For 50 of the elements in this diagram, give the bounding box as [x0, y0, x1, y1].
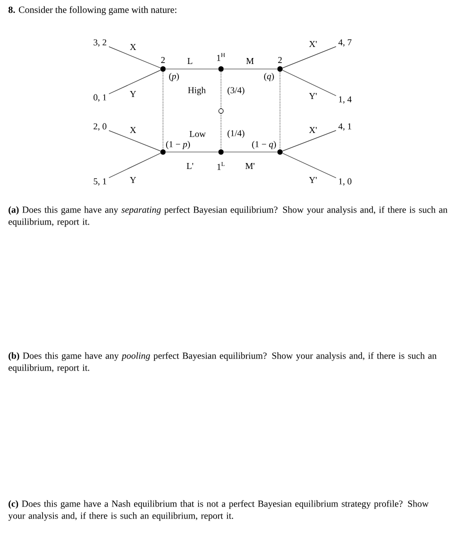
player-label: 1$^{H}$ [217, 53, 225, 61]
edge-label: High [186, 86, 207, 96]
question-text: (b) Does this game have any pooling perfect Bayesian equilibrium? Show your analysis and, if there is such an equilibrium, report it. [8, 352, 437, 373]
action-line [108, 70, 161, 94]
edge-label: Low [188, 130, 207, 138]
action-line [282, 130, 336, 152]
edge-label: X' [308, 126, 318, 134]
player-label: 2 [278, 57, 282, 63]
edge-label: X [128, 126, 138, 134]
belief-label: (p) [169, 72, 179, 82]
player-label: 1$^{L}$ [217, 162, 224, 170]
payoff: 3, 2 [94, 39, 106, 47]
chance-move-line [220, 113, 222, 150]
chance-move-line [220, 72, 222, 109]
player-label: 2 [161, 57, 165, 63]
payoff: 0, 1 [94, 94, 106, 102]
action-line [108, 46, 161, 68]
question-text: (c) Does this game have a Nash equilibrium that is not a perfect Bayesian equilibrium strategy profile? Show your analysis and, if there is such an equilibrium, report it. [8, 500, 429, 521]
action-line [282, 46, 336, 68]
action-line [166, 68, 218, 70]
belief-label: (q) [264, 72, 274, 82]
belief-label: (1 − q) [252, 140, 276, 150]
edge-label: M' [244, 162, 256, 170]
edge-label: Y' [308, 92, 318, 100]
payoff: 4, 7 [338, 39, 352, 47]
payoff: 5, 1 [94, 178, 106, 186]
chance-node [218, 108, 224, 114]
payoff: 4, 1 [338, 123, 352, 131]
action-line [282, 70, 336, 96]
action-line [108, 152, 161, 178]
edge-label: L' [185, 162, 195, 170]
probability-label: (3/4) [228, 86, 244, 96]
edge-label: X [128, 43, 138, 51]
edge-label: X' [308, 40, 318, 48]
probability-label: (1/4) [228, 130, 244, 138]
action-line [224, 68, 278, 70]
edge-label: M [245, 57, 255, 65]
question-text: (a) Does this game have any separating perfect Bayesian equilibrium? Show your analysis and, if there is such an equilibrium, report it. [8, 206, 448, 227]
payoff: 1, 4 [339, 96, 352, 104]
edge-label: Y [128, 176, 138, 184]
edge-label: Y' [308, 176, 318, 184]
question-heading: 8. Consider the following game with nature: [8, 6, 176, 15]
action-line [282, 152, 336, 178]
belief-label: (1 − p) [166, 140, 190, 150]
edge-label: L [186, 57, 194, 65]
edge-label: Y [128, 90, 138, 98]
action-line [108, 130, 161, 152]
payoff: 2, 0 [94, 123, 106, 131]
info-set-line [162, 72, 164, 150]
payoff: 1, 0 [339, 178, 352, 186]
